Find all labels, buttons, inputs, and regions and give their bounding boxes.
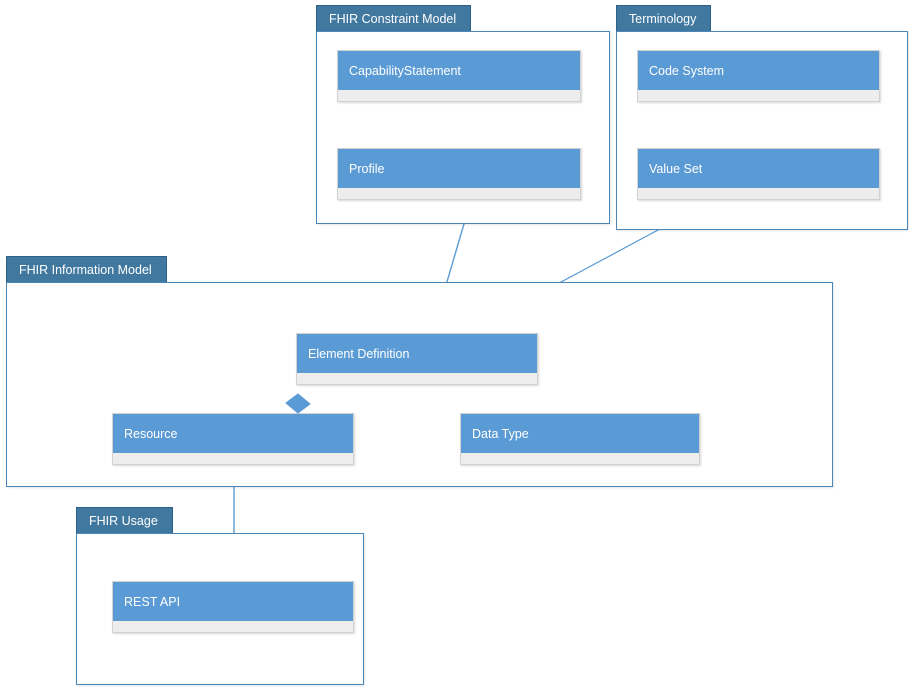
class-name-resource: Resource bbox=[113, 414, 353, 453]
class-compartment-data-type bbox=[461, 453, 699, 464]
class-code-system[interactable]: Code System bbox=[637, 50, 880, 102]
class-compartment-rest-api bbox=[113, 621, 353, 632]
class-name-profile: Profile bbox=[338, 149, 580, 188]
class-name-capability-statement: CapabilityStatement bbox=[338, 51, 580, 90]
class-resource[interactable]: Resource bbox=[112, 413, 354, 465]
class-name-element-definition: Element Definition bbox=[297, 334, 537, 373]
class-data-type[interactable]: Data Type bbox=[460, 413, 700, 465]
package-tab-fhir-constraint-model[interactable]: FHIR Constraint Model bbox=[316, 5, 472, 31]
class-element-definition[interactable]: Element Definition bbox=[296, 333, 538, 385]
class-value-set[interactable]: Value Set bbox=[637, 148, 880, 200]
class-name-value-set: Value Set bbox=[638, 149, 879, 188]
class-profile[interactable]: Profile bbox=[337, 148, 581, 200]
package-tab-terminology[interactable]: Terminology bbox=[616, 5, 712, 31]
class-rest-api[interactable]: REST API bbox=[112, 581, 354, 633]
class-capability-statement[interactable]: CapabilityStatement bbox=[337, 50, 581, 102]
class-name-data-type: Data Type bbox=[461, 414, 699, 453]
class-compartment-profile bbox=[338, 188, 580, 199]
class-name-code-system: Code System bbox=[638, 51, 879, 90]
class-compartment-resource bbox=[113, 453, 353, 464]
package-tab-fhir-usage[interactable]: FHIR Usage bbox=[76, 507, 173, 533]
class-compartment-value-set bbox=[638, 188, 879, 199]
class-compartment-capability-statement bbox=[338, 90, 580, 101]
class-compartment-element-definition bbox=[297, 373, 537, 384]
class-compartment-code-system bbox=[638, 90, 879, 101]
class-name-rest-api: REST API bbox=[113, 582, 353, 621]
package-tab-fhir-information-model[interactable]: FHIR Information Model bbox=[6, 256, 167, 282]
